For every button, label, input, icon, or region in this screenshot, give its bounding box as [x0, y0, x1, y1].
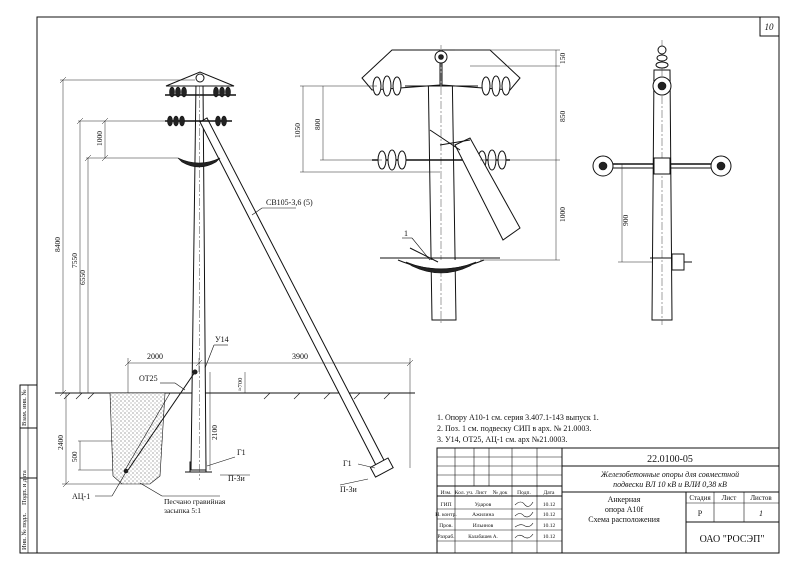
sheet-label: Лист: [722, 494, 737, 502]
brace-foot: [369, 457, 394, 478]
sub-line-1: Анкерная: [608, 495, 641, 504]
head-date: Дата: [544, 490, 556, 496]
name-4: Калабашев А.: [468, 535, 498, 540]
side-stamp: Инв. № подл. Подп. и дата Взам. инв. №: [19, 384, 38, 554]
dim-1000: 1000: [95, 131, 104, 146]
note-3: 3. У14, ОТ25, АЦ-1 см. арх №21.0003.: [437, 435, 567, 444]
label-p3i-foot: П-3и: [228, 474, 245, 483]
role-prov: Пров.: [439, 523, 453, 529]
dim-500: 500: [71, 451, 79, 462]
label-ot25: ОТ25: [139, 374, 158, 383]
date-4: 10.12: [543, 534, 556, 540]
sub-line-2: опора А10f: [605, 505, 644, 514]
head-kol: Кол. уч.: [455, 490, 474, 496]
title-line-2: подвески ВЛ 10 кВ и ВЛИ 0,38 кВ: [613, 480, 727, 489]
sub-line-3: Схема расположения: [588, 515, 660, 524]
dim-7550: 7550: [70, 253, 79, 268]
dim-3900: 3900: [292, 352, 308, 361]
head-sign: Подп.: [517, 490, 531, 496]
head-izm: Изм.: [441, 490, 453, 496]
head-list: Лист: [475, 490, 487, 496]
sheets-label: Листов: [750, 494, 772, 502]
stamp-replace-label: Взам. инв. №: [21, 389, 28, 426]
dim-800: 800: [313, 119, 322, 131]
signature-3: [514, 522, 534, 528]
dim-1050: 1050: [293, 123, 302, 138]
stage-label: Стадия: [689, 494, 711, 502]
signature-1: [514, 501, 534, 507]
mid-pole: [427, 59, 457, 321]
callout-1: 1: [404, 229, 408, 238]
org-name: ОАО "РОСЭП": [700, 534, 765, 545]
label-sand-1: Песчано гравийная: [164, 497, 226, 506]
stage-value: Р: [698, 509, 703, 518]
label-p3i-brace: П-3и: [340, 485, 357, 494]
stamp-sign-label: Подп. и дата: [21, 470, 28, 505]
dim-850: 850: [558, 111, 567, 123]
dim-900: 900: [621, 215, 630, 227]
dim-1000-mid: 1000: [558, 207, 567, 222]
date-2: 10.12: [543, 512, 556, 518]
role-razrab: Разраб.: [437, 533, 455, 540]
mid-brace: [454, 137, 521, 241]
signature-2: [514, 511, 534, 518]
name-1: Ударов: [475, 502, 492, 508]
role-gip: ГИП: [440, 502, 451, 508]
sheet-number-box: [759, 16, 780, 37]
label-sand-2: засыпка 5:1: [164, 506, 201, 515]
date-1: 10.12: [543, 502, 556, 508]
dim-150: 150: [558, 53, 567, 65]
sheet-number: 10: [765, 22, 775, 32]
notes: 1. Опору А10-1 см. серия 3.407.1-143 вып…: [437, 413, 599, 444]
head-doc: № док: [493, 490, 508, 496]
dim-2100: 2100: [210, 425, 219, 440]
label-g1-brace: Г1: [343, 459, 352, 468]
role-nkontr: Н. контр.: [435, 512, 457, 518]
brace-strut: [199, 117, 389, 474]
name-2: Ажилина: [472, 512, 494, 518]
signature-4: [514, 533, 534, 539]
date-3: 10.12: [543, 523, 556, 529]
name-3: Ильинов: [473, 523, 494, 529]
sheet-frame: [36, 16, 780, 554]
label-g1-foot: Г1: [237, 448, 246, 457]
label-u14: У14: [215, 335, 229, 344]
doc-code: 22.0100-05: [647, 454, 693, 465]
label-brace: СВ105-3,6 (5): [266, 198, 313, 207]
pole: [190, 81, 207, 471]
right-view: 900: [592, 40, 732, 325]
dim-2000: 2000: [147, 352, 163, 361]
dim-6550: 6550: [78, 270, 87, 285]
dim-2400: 2400: [56, 435, 65, 450]
title-block: 22.0100-05 Железобетонные опоры для совм…: [435, 447, 780, 554]
sheets-value: 1: [759, 509, 763, 518]
title-line-1: Железобетонные опоры для совместной: [600, 470, 739, 479]
note-2: 2. Поз. 1 см. подвеску СИП в арх. № 21.0…: [437, 424, 591, 433]
sand-backfill: [109, 392, 166, 485]
note-1: 1. Опору А10-1 см. серия 3.407.1-143 вып…: [437, 413, 599, 422]
dim-8400: 8400: [53, 237, 62, 252]
dim-700: ≈700: [237, 378, 244, 391]
middle-view: 1050 800 150 850 1000 1: [293, 45, 567, 325]
left-view: 8400 7550 6550 1000 2400 500 2100 ≈700 2…: [53, 71, 415, 515]
label-atsl: АЦ-1: [72, 492, 90, 501]
stamp-inv-label: Инв. № подл.: [21, 513, 28, 550]
